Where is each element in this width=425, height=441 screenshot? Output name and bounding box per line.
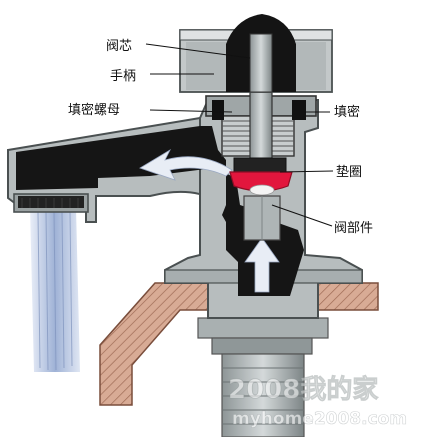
- label-washer: 垫圈: [336, 164, 362, 180]
- handle: [179, 14, 333, 93]
- label-valve-part: 阀部件: [334, 221, 373, 236]
- label-packing: 填密: [334, 104, 360, 120]
- watermark-title: 2008我的家: [228, 374, 378, 405]
- label-packing-nut: 填密螺母: [68, 102, 120, 118]
- label-valve-core: 阀芯: [106, 39, 132, 54]
- shank-and-nut: [197, 317, 329, 438]
- valve-seat: [243, 195, 281, 241]
- watermark-url: myhome2008.com: [232, 409, 407, 429]
- water-channel: [16, 126, 304, 296]
- label-handle: 手柄: [110, 69, 136, 84]
- water-stream: [30, 208, 80, 372]
- washer: [229, 157, 293, 196]
- leader-lines: [145, 43, 334, 227]
- flow-arrows: [139, 148, 280, 293]
